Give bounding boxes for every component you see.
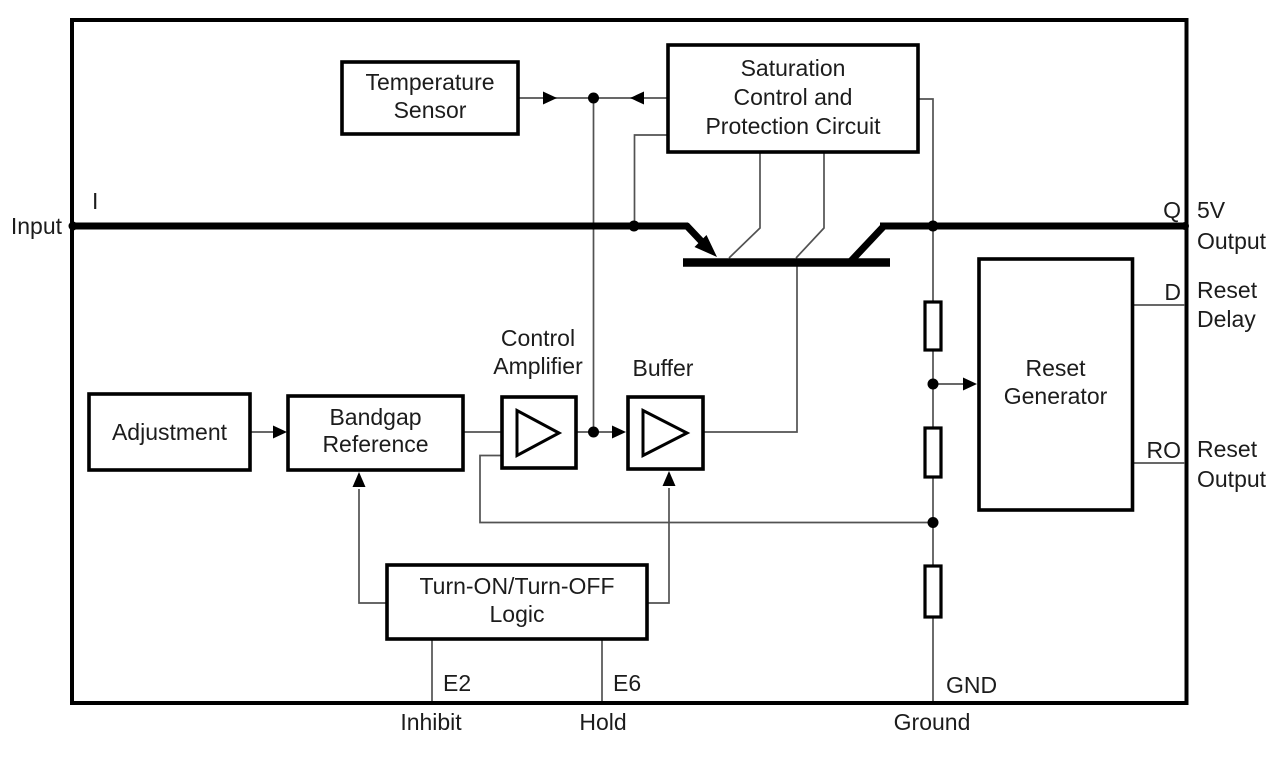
amplifier-triangle-icon [515,407,563,459]
transistor-emitter-lead [683,222,706,246]
pin-name-output: Q [1163,197,1181,223]
arrow-right-icon [963,377,977,391]
pnp-pass-transistor [68,221,1189,267]
hold-pin-label: Hold [579,709,626,735]
arrow-up-icon [352,472,366,487]
wire-buffer-to-base [703,263,798,433]
junction-dot [588,92,599,104]
junction-dot [927,517,939,528]
arrow-up-icon [662,471,676,486]
reset-generator-block [977,257,1135,512]
transistor-collector-lead [848,224,886,264]
buffer-triangle-icon [641,408,691,458]
junction-dots [588,92,939,528]
pin-descriptions: Input 5V Output Reset Delay Reset Output… [11,197,1267,735]
resistor-divider [923,300,943,619]
wire-logic-to-bandgap [358,489,387,604]
adjustment-label: Adjustment [112,419,228,445]
resistor [923,564,943,619]
output-pin-label: 5V [1197,197,1226,223]
reset-delay-pin-label: Delay [1197,306,1256,332]
resistor [923,426,943,479]
wire-divider-vertical [918,98,934,701]
wire-satbox-to-rail [633,134,668,224]
inhibit-pin-label: Inhibit [400,709,462,735]
junction-dot [628,220,640,232]
output-pin-label: Output [1197,228,1267,254]
reset-output-pin-label: Reset [1197,436,1258,462]
signal-arrowheads [273,91,977,487]
pin-name-reset-delay: D [1164,279,1181,305]
output-terminal-dot [1181,222,1189,230]
temperature-sensor-label: Temperature [365,69,494,95]
junction-dot [588,426,599,438]
pin-names: I Q D RO E2 E6 GND [92,188,1181,698]
wire-logic-to-buffer [647,488,670,604]
control-amplifier-label: Control [501,325,575,351]
reset-delay-pin-label: Reset [1197,277,1258,303]
wire-feedback [479,454,931,524]
adjustment-block [87,392,252,472]
arrow-left-icon [630,91,644,105]
saturation-control-block [666,43,920,154]
pin-name-reset-output: RO [1147,437,1182,463]
temperature-sensor-block [340,60,520,136]
junction-dot [927,378,939,390]
arrow-right-icon [543,91,557,105]
pin-name-ground: GND [946,672,997,698]
resistor [923,300,943,352]
bandgap-reference-block [286,394,465,472]
reset-generator-label: Generator [1004,383,1108,409]
ic-boundary [70,18,1189,705]
wire-satbox-base-sense-2 [795,152,825,259]
reset-generator-label: Reset [1025,355,1086,381]
ground-pin-label: Ground [894,709,971,735]
wire-satbox-base-sense-1 [728,152,761,259]
arrow-right-icon [612,425,626,439]
saturation-control-label: Saturation [741,55,846,81]
turn-on-off-logic-block [385,563,649,641]
turn-on-off-logic-label: Logic [490,601,545,627]
input-pin-label: Input [11,213,63,239]
pin-name-hold: E6 [613,670,641,696]
pin-name-input: I [92,188,98,214]
junction-dot [927,220,939,232]
bandgap-reference-label: Bandgap [329,404,421,430]
bandgap-reference-label: Reference [322,431,428,457]
buffer-label: Buffer [633,355,694,381]
transistor-emitter-arrow-icon [694,235,717,257]
turn-on-off-logic-label: Turn-ON/Turn-OFF [419,573,614,599]
temperature-sensor-label: Sensor [394,97,467,123]
pin-name-inhibit: E2 [443,670,471,696]
arrow-right-icon [273,425,287,439]
functional-blocks: Temperature Sensor Saturation Control an… [87,43,1135,641]
reset-output-pin-label: Output [1197,466,1267,492]
input-terminal-dot [68,221,78,231]
saturation-control-label: Control and [734,84,853,110]
control-amplifier-label: Amplifier [493,353,583,379]
saturation-control-label: Protection Circuit [705,113,881,139]
